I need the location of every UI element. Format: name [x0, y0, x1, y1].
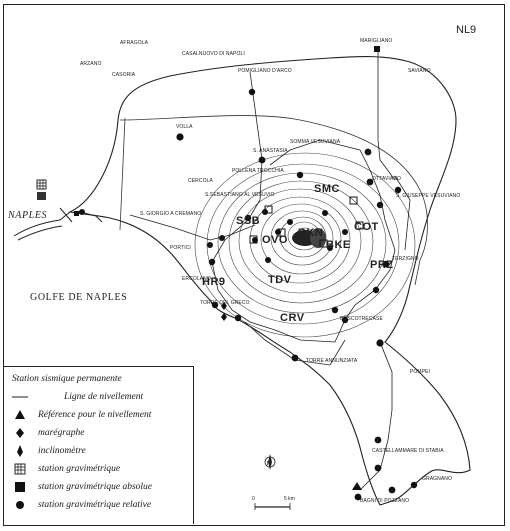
- gravimetric-stations: [79, 88, 418, 501]
- north-arrow: N: [264, 454, 276, 470]
- city-label-naples: NAPLES: [7, 210, 47, 221]
- legend-item-leveling-reference: Référence pour le nivellement: [4, 407, 194, 423]
- legend-label: Ligne de nivellement: [64, 392, 144, 402]
- station-codes: SMC COT SSB OVO BKN BKE TDV PRZ HR9 CRV: [202, 183, 394, 324]
- place-label-ercolano: ERCOLANO: [182, 276, 211, 282]
- scale-end: 5 km: [284, 496, 295, 502]
- place-label-saviano: SAVIANO: [408, 68, 431, 74]
- coastline: [68, 55, 471, 506]
- station-code-cot: COT: [354, 221, 379, 233]
- place-label-arzano: ARZANO: [80, 61, 101, 67]
- place-label-sgiuseppe: S. GIUSEPPE VESUVIANO: [396, 193, 460, 199]
- place-label-pollena: POLLENA TROCCHIA: [232, 168, 284, 174]
- station-code-bkn: BKN: [298, 227, 323, 239]
- place-label-bagni: BAGNI DI POZZANO: [360, 498, 409, 504]
- map-legend: Station sismique permanente Ligne de niv…: [4, 366, 194, 524]
- place-label-boscotrecase: BOSCOTRECASE: [340, 316, 383, 322]
- legend-item-tide-gauge: marégraphe: [4, 425, 194, 441]
- station-code-ovo: OVO: [262, 234, 288, 246]
- place-label-casoria: CASORIA: [112, 72, 136, 78]
- scale-bar: 0 5 km: [252, 496, 295, 510]
- place-label-volla: VOLLA: [176, 124, 193, 130]
- station-code-smc: SMC: [314, 183, 340, 195]
- diamond-icon: [16, 428, 24, 438]
- seismic-stations: [249, 196, 364, 248]
- hatched-gravimetric-station: [36, 179, 47, 200]
- place-label-pompei: POMPEI: [410, 369, 430, 375]
- legend-item-gravimetric-station: station gravimétrique: [4, 461, 194, 477]
- legend-item-seismic-station: Station sismique permanente: [4, 371, 194, 387]
- naples-harbor: [13, 207, 103, 241]
- map-sheet-id: NL9: [456, 24, 476, 36]
- triangle-icon: [15, 410, 25, 419]
- tide-gauges: [221, 302, 227, 321]
- legend-label: station gravimétrique relative: [38, 500, 152, 510]
- station-code-bke: BKE: [326, 239, 351, 251]
- legend-label: inclinomètre: [38, 446, 86, 456]
- legend-label: marégraphe: [38, 428, 85, 438]
- place-label-gragnano: GRAGNANO: [422, 476, 452, 482]
- place-label-marigliano: MARIGLIANO: [360, 38, 392, 44]
- legend-label: station gravimétrique: [38, 464, 121, 474]
- place-label-somma: SOMMA VESUVIANA: [290, 139, 341, 145]
- legend-label: station gravimétrique absolue: [38, 482, 152, 492]
- legend-label: Station sismique permanente: [12, 374, 122, 384]
- place-label-ottaviano: OTTAVIANO: [372, 176, 401, 182]
- leveling-line-icon: [12, 396, 28, 398]
- place-label-castellammare: CASTELLAMMARE DI STABIA: [372, 448, 444, 454]
- place-label-ssebastiano: S.SEBASTIANO AL VESUVIO: [205, 192, 275, 198]
- place-label-terzigno: TERZIGNO: [392, 256, 419, 262]
- place-label-santanastasia: S. ANASTASIA: [253, 148, 288, 154]
- station-code-tdv: TDV: [268, 274, 292, 286]
- place-labels: AFRAGOLA CASALNUOVO DI NAPOLI ARZANO CAS…: [80, 38, 460, 504]
- station-code-prz: PRZ: [370, 259, 394, 271]
- station-code-crv: CRV: [280, 312, 305, 324]
- place-label-pomigliano: POMIGLIANO D'ARCO: [238, 68, 292, 74]
- north-label: N: [267, 461, 271, 467]
- inner-zone: [119, 115, 428, 286]
- place-label-portici: PORTICI: [170, 245, 191, 251]
- legend-item-absolute-gravimetric: station gravimétrique absolue: [4, 479, 194, 495]
- absolute-gravimetric-station: [74, 46, 380, 216]
- legend-item-leveling-line: Ligne de nivellement: [4, 389, 194, 405]
- square-icon: [15, 482, 25, 492]
- place-label-cercola: CERCOLA: [188, 178, 213, 184]
- dot-icon: [16, 501, 24, 509]
- legend-item-inclinometer: inclinomètre: [4, 443, 194, 459]
- legend-label: Référence pour le nivellement: [38, 410, 152, 420]
- station-code-hr9: HR9: [202, 276, 226, 288]
- scale-start: 0: [252, 496, 255, 502]
- hatched-square-icon: [14, 463, 26, 475]
- place-label-torreannunziata: TORRE ANNUNZIATA: [306, 358, 358, 364]
- pin-icon: [17, 445, 23, 457]
- place-label-afragola: AFRAGOLA: [120, 40, 149, 46]
- station-code-ssb: SSB: [236, 215, 260, 227]
- leveling-reference-marker: [352, 482, 362, 490]
- crater: [292, 228, 326, 248]
- sea-label: GOLFE DE NAPLES: [30, 292, 127, 303]
- volcano-contours: [194, 152, 416, 338]
- place-label-sgiorgio: S. GIORGIO A CREMANO: [140, 211, 201, 217]
- place-label-casalnuovo: CASALNUOVO DI NAPOLI: [182, 51, 245, 57]
- legend-item-relative-gravimetric: station gravimétrique relative: [4, 497, 194, 513]
- place-label-torredelgreco: TORRE DEL GRECO: [200, 300, 250, 306]
